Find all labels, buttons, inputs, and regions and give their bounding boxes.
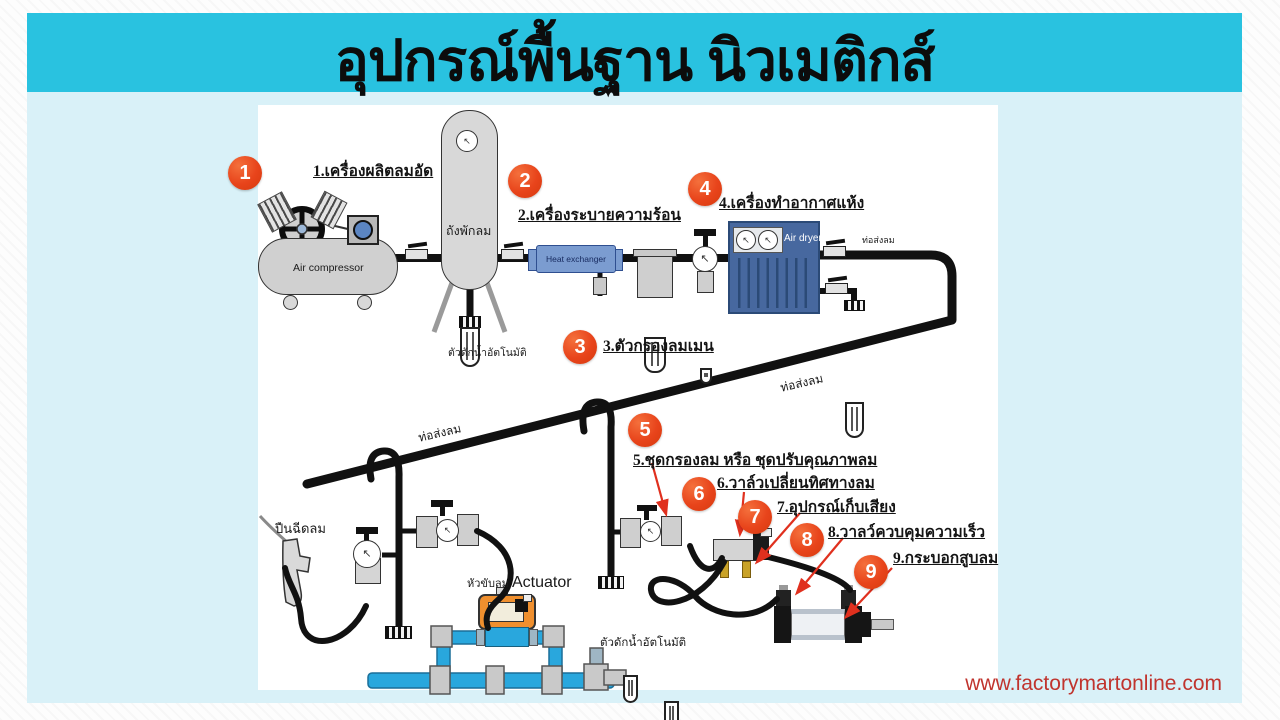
air-dryer-label: Air dryer xyxy=(784,233,822,244)
pressure-gauge-icon xyxy=(640,521,661,542)
frl-lubricator xyxy=(661,516,682,546)
frl-stem xyxy=(440,506,445,516)
heat-exchanger: Heat exchanger xyxy=(536,245,616,273)
badge-4: 4 xyxy=(688,172,722,206)
muffler xyxy=(742,561,751,578)
actuator-label-en: Actuator xyxy=(511,574,572,591)
header-band xyxy=(27,13,1242,92)
badge-2: 2 xyxy=(508,164,542,198)
actuator-indicator xyxy=(523,594,532,602)
badge-5: 5 xyxy=(628,413,662,447)
valve-flange xyxy=(476,629,485,646)
compressor-motor-hub xyxy=(353,220,373,240)
regulator-bowl xyxy=(700,368,712,384)
compressor-foot xyxy=(357,295,372,310)
pressure-gauge-icon xyxy=(758,230,778,250)
frl-handle xyxy=(637,505,657,511)
pipe-label-top: ท่อส่งลม xyxy=(862,235,895,245)
cylinder-cap-left xyxy=(774,606,791,643)
compressor-tank xyxy=(258,238,398,295)
heat-exchanger-drain-valve xyxy=(593,277,607,295)
ball-valve xyxy=(501,249,524,260)
label-1: 1.เครื่องผลิตลมอัด xyxy=(313,163,434,180)
pressure-gauge-icon xyxy=(353,540,381,568)
cylinder-rod xyxy=(871,619,894,630)
water-trap-label: ตัวดักน้ำอัตโนมัติ xyxy=(448,347,527,359)
air-gun-label: ปืนฉีดลม xyxy=(275,521,326,536)
label-8: 8.วาลว์ควบคุมความเร็ว xyxy=(828,524,986,541)
ball-valve xyxy=(823,246,846,257)
pressure-gauge-icon xyxy=(456,130,478,152)
ball-valve xyxy=(405,249,428,260)
badge-6: 6 xyxy=(682,477,716,511)
compressor-foot xyxy=(283,295,298,310)
water-trap-cap xyxy=(598,576,624,589)
page-title: อุปกรณ์พื้นฐาน นิวเมติกส์ xyxy=(334,29,936,93)
diagram-panel xyxy=(258,105,998,690)
air-tank-label: ถังพักลม xyxy=(446,224,492,238)
cylinder-nose xyxy=(862,612,871,637)
regulator-handle xyxy=(694,229,716,236)
main-filter-body xyxy=(637,256,673,298)
water-trap-bowl xyxy=(460,327,480,367)
air-dryer-fins xyxy=(738,258,812,308)
ball-valve xyxy=(825,283,848,294)
water-trap-cap xyxy=(385,626,412,639)
label-6: 6.วาล์วเปลี่ยนทิศทางลม xyxy=(717,475,875,492)
badge-7: 7 xyxy=(738,500,772,534)
label-4: 4.เครื่องทำอากาศแห้ง xyxy=(719,195,865,212)
pressure-gauge-icon xyxy=(436,519,459,542)
cylinder-body xyxy=(791,609,845,640)
label-5: 5.ชุดกรองลม หรือ ชุดปรับคุณภาพลม xyxy=(633,452,878,469)
badge-3: 3 xyxy=(563,330,597,364)
badge-1: 1 xyxy=(228,156,262,190)
regulator-stem xyxy=(364,533,369,542)
frl-bowl xyxy=(623,675,638,703)
air-compressor-label: Air compressor xyxy=(293,262,364,274)
main-filter-bowl xyxy=(644,337,666,373)
ball-valve-blue xyxy=(485,627,529,647)
label-3: 3.ตัวกรองลมเมน xyxy=(603,338,714,355)
regulator-stem xyxy=(703,235,708,248)
regulator-handle xyxy=(356,527,378,534)
valve-flange xyxy=(529,629,538,646)
frl-stem xyxy=(644,510,649,520)
frl-handle xyxy=(431,500,453,507)
water-trap-bowl xyxy=(845,402,864,438)
label-9: 9.กระบอกสูบลม xyxy=(893,550,999,567)
water-trap-cap xyxy=(844,300,865,311)
water-trap-label: ตัวดักน้ำอัตโนมัติ xyxy=(600,637,687,649)
actuator-label: หัวขับลม Actuator xyxy=(467,574,572,592)
air-hoses xyxy=(282,528,853,644)
speed-controller xyxy=(776,590,791,609)
badge-9: 9 xyxy=(854,555,888,589)
label-7: 7.อุปกรณ์เก็บเสียง xyxy=(777,499,896,516)
frl-bowl xyxy=(664,701,679,720)
actuator-switch xyxy=(515,599,528,612)
speed-controller-top xyxy=(779,585,788,592)
actuator-label-thai: หัวขับลม xyxy=(467,578,509,590)
pressure-gauge-icon xyxy=(736,230,756,250)
heat-exchanger-label: Heat exchanger xyxy=(545,254,606,264)
website-url: www.factorymartonline.com xyxy=(965,672,1222,695)
badge-8: 8 xyxy=(790,523,824,557)
regulator-body xyxy=(697,271,714,293)
label-2: 2.เครื่องระบายความร้อน xyxy=(518,207,681,224)
